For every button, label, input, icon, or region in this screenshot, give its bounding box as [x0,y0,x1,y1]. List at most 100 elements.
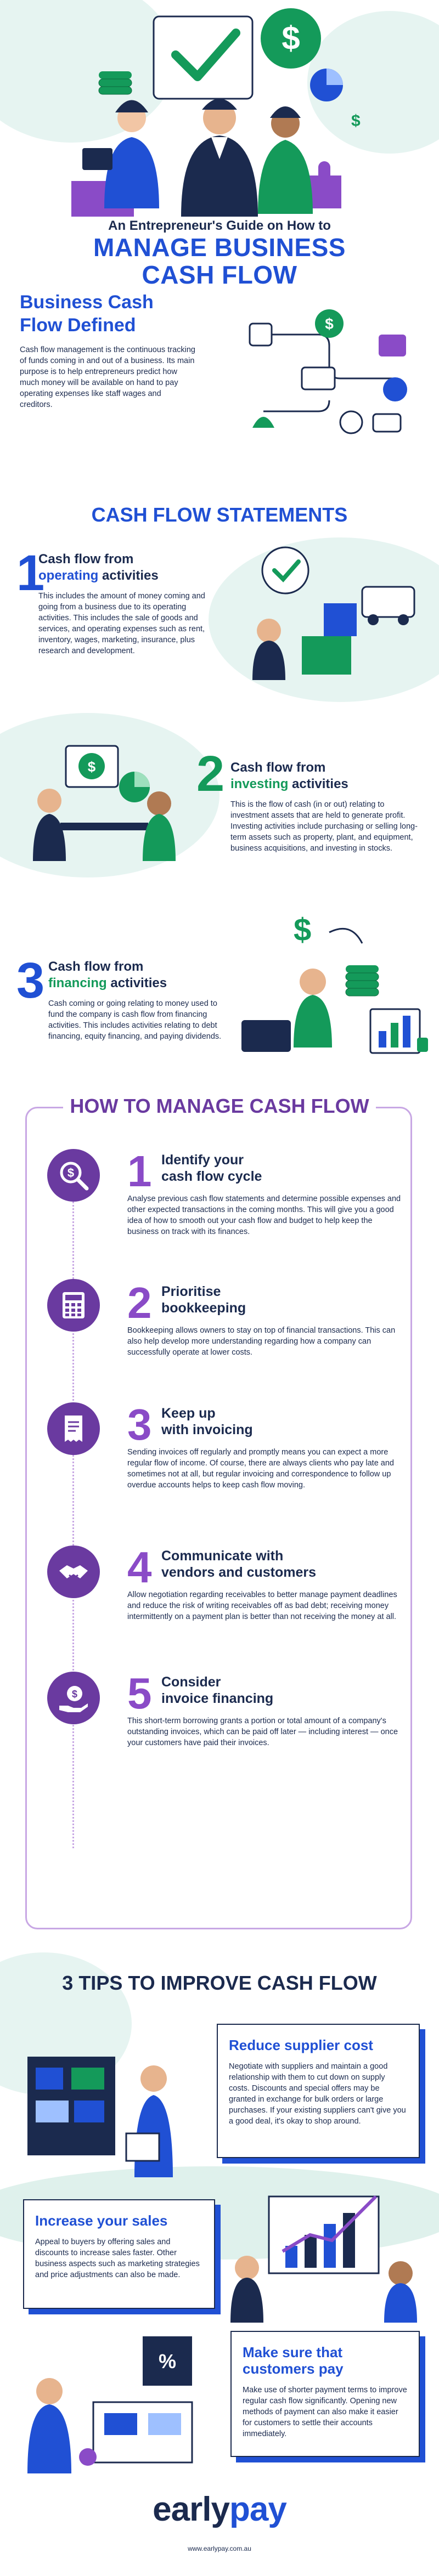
statement-title-prefix: Cash flow from [48,959,144,974]
steps-timeline [72,1152,74,1848]
svg-text:%: % [159,2350,176,2373]
person-icon [140,2065,167,2092]
statement-title-suffix: activities [110,976,167,990]
hero-title: An Entrepreneur's Guide on How to MANAGE… [0,218,439,288]
person-icon [147,791,171,816]
statement-title: Cash flow from operating activities [38,551,214,584]
step-title-line1: Communicate with [161,1548,284,1564]
dollar-cycle-icon [339,410,363,434]
checkmark-icon [171,29,240,81]
statement-title-prefix: Cash flow from [38,552,134,567]
footer-url[interactable]: www.earlypay.com.au [188,2545,251,2552]
coin-stack-icon [345,965,379,997]
step-title-line1: Prioritise [161,1284,221,1299]
person-icon [389,2261,413,2285]
definition-body: Cash flow management is the continuous t… [20,346,195,409]
statements-heading: CASH FLOW STATEMENTS [91,503,348,526]
step-number: 5 [127,1669,152,1718]
svg-text:$: $ [67,1166,74,1180]
hand-money-icon: $ [47,1672,100,1724]
operating-illustration [252,546,415,680]
step-title-line1: Identify your [161,1152,244,1168]
svg-text:$: $ [325,315,334,332]
step-body: Analyse previous cash flow statements an… [127,1194,401,1236]
step-title-line1: Keep up [161,1406,216,1421]
step-number: 2 [127,1278,152,1327]
tip-title-line1: Make sure that [243,2344,343,2360]
hero-main-title-line2: CASH FLOW [142,261,297,289]
statement-number: 1 [16,545,45,601]
step-number: 3 [127,1400,152,1449]
calculator-icon [47,1279,100,1332]
arrow-up-icon [282,2195,378,2253]
statement-financing: 3 Cash flow from financing activities Ca… [16,955,225,1042]
coin-icon [383,377,407,401]
statement-investing: 2 Cash flow from investing activities Th… [196,749,423,854]
statement-title-suffix: activities [292,777,348,791]
tips-heading: 3 TIPS TO IMPROVE CASH FLOW [62,1972,377,1994]
step-body: Bookkeeping allows owners to stay on top… [127,1326,396,1357]
delivery-truck-icon [361,586,415,618]
logo-part-early: early [153,2490,230,2528]
manage-heading: HOW TO MANAGE CASH FLOW [70,1095,369,1117]
sales-illustration [230,2195,417,2323]
person-icon [36,2378,63,2404]
statement-body: This includes the amount of money coming… [38,592,205,655]
step-title-line2: cash flow cycle [161,1169,262,1184]
tip-card-sales: Increase your sales Appeal to buyers by … [23,2199,215,2309]
logo-text: earlypay [153,2490,287,2528]
box-icon [302,636,351,675]
box-icon [125,2132,160,2162]
tip-title-line2: customers pay [243,2360,344,2377]
person-icon [235,2256,259,2280]
wallet-icon [379,335,406,356]
step-body: This short-term borrowing grants a porti… [127,1717,398,1747]
person-icon [37,789,61,813]
tip-body: Make use of shorter payment terms to imp… [243,2386,407,2438]
earlypay-logo: earlypay [0,2490,439,2529]
person-man-icon [181,99,258,217]
svg-text:$: $ [294,912,311,948]
cash-flow-cycle-illustration: $ [249,309,407,434]
statement-title-accent: investing [230,777,289,791]
statement-title-accent: operating [38,568,99,583]
hero-illustration: $ $ [71,8,361,217]
customers-pay-illustration: % [27,2336,193,2473]
plant-money-icon [252,417,274,428]
discount-box-icon [143,2336,192,2386]
step-number: 4 [127,1543,152,1592]
svg-text:$: $ [351,112,361,130]
checkmark-circle-icon [261,546,309,595]
definition-section: Business Cash Flow Defined Cash flow man… [20,291,195,410]
step-title-line2: with invoicing [161,1422,253,1437]
svg-text:$: $ [88,758,96,775]
person-woman-icon [82,100,159,208]
statement-operating: 1 Cash flow from operating activities Th… [16,545,214,656]
box-icon [324,603,357,636]
tip-body: Appeal to buyers by offering sales and d… [35,2238,200,2279]
svg-text:$: $ [72,1689,77,1700]
magnifier-dollar-icon: $ [47,1149,100,1202]
statement-body: Cash coming or going relating to money u… [48,999,222,1041]
tower-icon [249,322,273,347]
statement-number: 2 [196,746,225,802]
hero-main-title-line1: MANAGE BUSINESS [93,233,346,262]
desk [60,823,148,830]
hero-kicker: An Entrepreneur's Guide on How to [108,218,331,233]
person-woman-icon [258,106,313,214]
financing-illustration: $ [241,912,428,1054]
investing-illustration: $ [33,745,176,861]
step-title-line2: invoice financing [161,1691,274,1706]
card-icon [372,413,402,433]
